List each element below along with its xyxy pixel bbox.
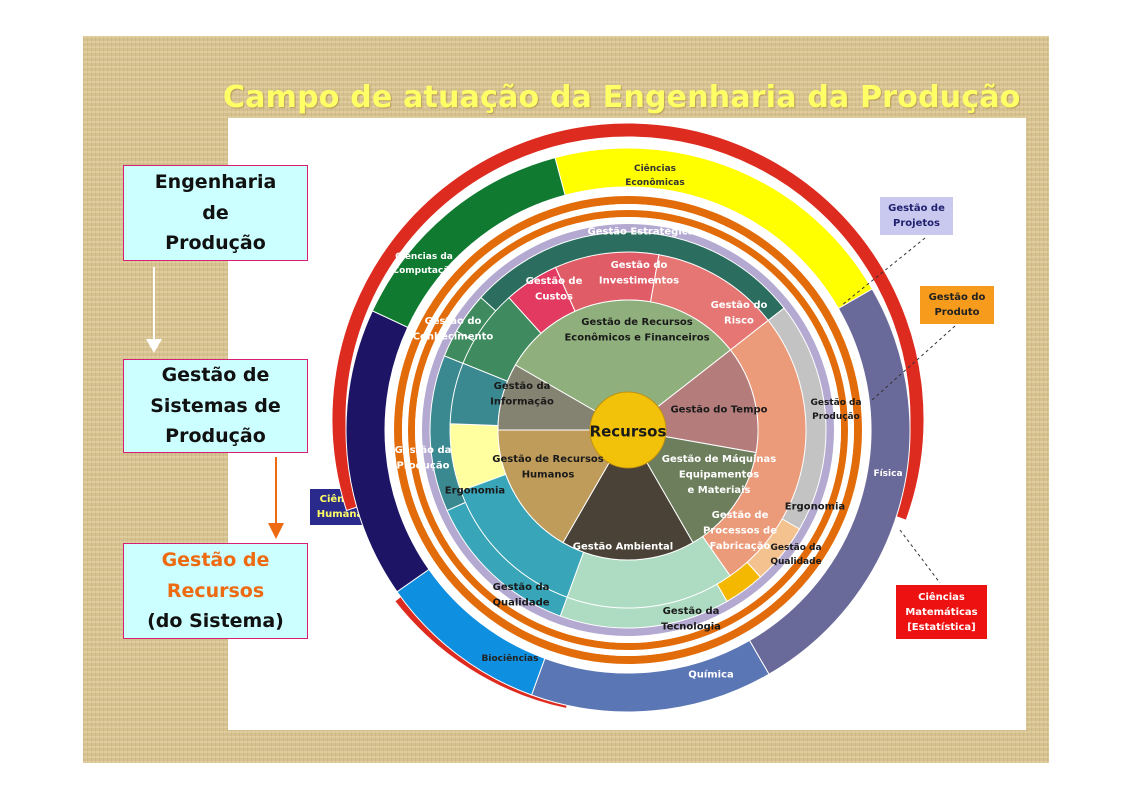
callout-matematicas-line-3: [Estatística] [907,621,976,633]
outer-red-arc-ring [331,122,925,521]
callout-gestao-projetos: Gestão de Projetos [880,197,953,235]
label-center-recursos: Recursos [590,422,667,440]
label-core-ambiental: Gestão Ambiental [573,542,673,553]
label-quimica: Química [688,669,734,681]
arrow-down-orange [268,457,284,539]
callout-matematicas-line-2: Matemáticas [905,606,978,618]
box-engenharia-line-1: Engenharia [154,171,277,194]
callout-projetos-line-1: Gestão de [888,203,945,214]
callout-gestao-produto: Gestão do Produto [920,286,994,324]
center-recursos-circle [589,391,667,469]
label-gestao-estrategica: Gestão Estratégica [588,226,695,238]
callout-matematicas-line-1: Ciências [918,591,965,603]
leader-line-produto [871,325,956,401]
box-recursos-line-1: Gestão de [161,549,270,572]
core-gestao-recursos-humanos [497,429,629,544]
box-recursos-line-3: (do Sistema) [147,610,284,633]
box-sistemas-line-3: Produção [165,425,266,448]
label-ergonomia-left: Ergonomia [445,486,505,497]
box-gestao-recursos: Gestão de Recursos (do Sistema) [123,543,308,639]
callout-produto-line-1: Gestão do [928,292,986,303]
box-engenharia-producao: Engenharia de Produção [123,165,308,261]
slide-title: Campo de atuação da Engenharia da Produç… [223,80,1021,115]
box-sistemas-line-1: Gestão de [161,364,270,387]
box-engenharia-line-3: Produção [165,232,266,255]
box-sistemas-line-2: Sistemas de [150,394,281,417]
label-biociencias: Biociências [482,653,539,664]
box-gestao-sistemas: Gestão de Sistemas de Produção [123,359,308,453]
box-engenharia-line-2: de [202,201,229,224]
callout-projetos-line-2: Projetos [893,218,940,229]
label-ergonomia-right: Ergonomia [785,502,845,513]
callout-produto-line-2: Produto [934,307,980,318]
box-recursos-line-2: Recursos [166,579,265,602]
arrow-down-white [146,267,162,353]
callout-humanas-line-2: Humanas [316,509,370,520]
core-gestao-recursos-economicos [514,299,732,431]
core-gestao-maquinas [627,429,757,544]
label-fisica: Física [873,469,902,479]
leader-line-matematicas [899,529,941,584]
core-gestao-ambiental [562,429,694,561]
label-core-tempo: Gestão do Tempo [670,405,767,416]
